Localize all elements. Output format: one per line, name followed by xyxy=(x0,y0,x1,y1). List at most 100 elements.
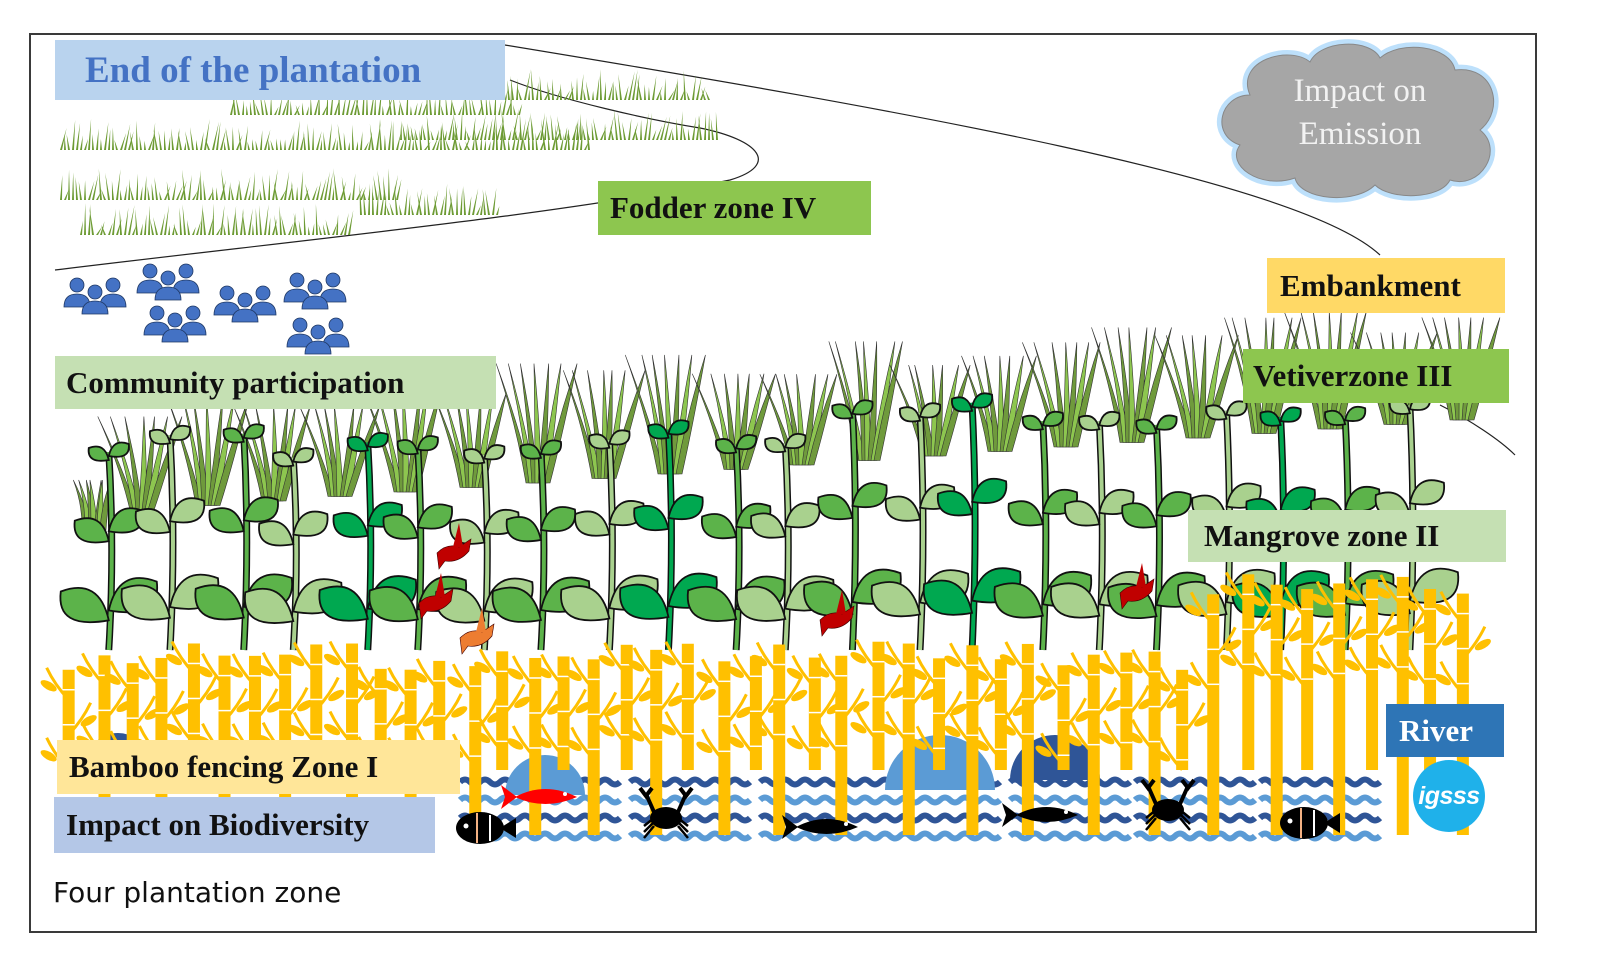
mangrove-plant-icon xyxy=(736,432,835,651)
grass-blade xyxy=(281,215,286,235)
grass-blade xyxy=(352,173,356,200)
grass-blade xyxy=(399,99,404,115)
wave-line xyxy=(627,776,753,788)
community-people-icons xyxy=(63,263,350,355)
grass-blade xyxy=(332,137,337,150)
grass-blade xyxy=(628,71,635,100)
wave-line xyxy=(627,830,753,842)
grass-blade xyxy=(463,185,466,215)
person-icon xyxy=(99,277,127,308)
mangrove-plants-row xyxy=(59,392,1460,651)
grass-blade xyxy=(518,103,523,115)
grass-blade xyxy=(656,125,663,140)
grass-blade xyxy=(501,108,506,140)
grass-blade xyxy=(128,204,135,235)
grass-blade xyxy=(256,191,260,200)
grass-blade xyxy=(582,124,586,140)
grass-blade xyxy=(373,175,378,200)
grass-blade xyxy=(238,127,242,150)
bamboo-stalk-icon xyxy=(972,656,1029,770)
grass-blade xyxy=(637,78,642,100)
grass-blade xyxy=(280,139,282,150)
grass-blade xyxy=(392,121,394,150)
grass-blade xyxy=(108,129,111,150)
grass-blade xyxy=(348,141,350,150)
grass-blade xyxy=(72,172,74,200)
grass-blade xyxy=(501,125,506,150)
grass-blade xyxy=(164,185,171,200)
grass-blade xyxy=(508,138,510,150)
grass-blade xyxy=(68,169,70,200)
grass-blade xyxy=(516,78,518,100)
grass-blade xyxy=(288,134,294,150)
grass-blade xyxy=(139,136,142,150)
wave-line xyxy=(627,812,753,824)
grass-blade xyxy=(160,213,166,235)
grass-blade xyxy=(220,179,227,200)
mangrove-plant-icon xyxy=(993,410,1093,651)
grass-blade xyxy=(547,81,550,100)
bamboo-stalk-icon xyxy=(1248,582,1305,835)
person-icon xyxy=(154,270,182,301)
grass-blade xyxy=(592,90,594,100)
grass-blade xyxy=(228,181,231,200)
grass-blade xyxy=(356,187,363,200)
grass-blade xyxy=(468,196,472,215)
grass-blade xyxy=(220,128,227,150)
grass-blade xyxy=(660,116,667,140)
grass-blade xyxy=(355,96,360,115)
grass-blade xyxy=(300,133,305,150)
grass-blade xyxy=(307,123,310,150)
grass-blade xyxy=(101,189,106,200)
grass-blade xyxy=(292,212,297,235)
grass-blade xyxy=(426,193,430,215)
grass-blade xyxy=(259,188,262,200)
grass-blade xyxy=(200,170,202,200)
grass-blade xyxy=(235,211,238,235)
grass-blade xyxy=(485,189,490,215)
person-icon xyxy=(161,312,189,343)
grass-blade xyxy=(544,120,547,140)
grass-blade xyxy=(545,115,550,140)
grass-blade xyxy=(325,219,330,235)
grass-blade xyxy=(576,118,579,140)
grass-blade xyxy=(382,105,384,115)
grass-blade xyxy=(552,122,559,150)
grass-blade xyxy=(445,138,450,150)
grass-blade xyxy=(634,127,638,140)
grass-blade xyxy=(119,209,122,235)
grass-blade xyxy=(560,83,562,100)
grass-blade xyxy=(430,130,434,140)
wave-line xyxy=(1257,830,1383,842)
fodder-grass-field xyxy=(60,69,718,235)
grass-blade xyxy=(164,205,170,235)
person-icon xyxy=(249,285,277,316)
grass-blade xyxy=(328,123,332,150)
grass-blade xyxy=(632,69,638,100)
grass-blade xyxy=(312,127,314,150)
grass-blade xyxy=(144,175,147,200)
bamboo-stalk-icon xyxy=(727,653,784,770)
bamboo-stalk-icon xyxy=(447,663,504,835)
grass-blade xyxy=(492,110,497,140)
grass-blade xyxy=(248,208,253,235)
grass-blade xyxy=(552,78,554,100)
grass-blade xyxy=(510,87,512,115)
grass-blade xyxy=(332,186,335,200)
person-icon xyxy=(63,277,91,308)
grass-blade xyxy=(539,75,542,100)
grass-blade xyxy=(507,80,510,100)
grass-blade xyxy=(204,118,210,150)
grass-blade xyxy=(389,202,394,215)
grass-blade xyxy=(696,76,702,100)
grass-blade xyxy=(308,226,310,235)
grass-blade xyxy=(64,135,66,150)
grass-blade xyxy=(557,115,562,140)
bamboo-stalk-icon xyxy=(1126,648,1183,835)
bamboo-stalk-icon xyxy=(1154,667,1211,771)
grass-blade xyxy=(184,141,186,150)
grass-blade xyxy=(540,112,546,140)
grass-blade xyxy=(464,85,468,115)
dove-bird-icon xyxy=(459,608,495,655)
vetiver-clump-icon xyxy=(961,355,1037,452)
